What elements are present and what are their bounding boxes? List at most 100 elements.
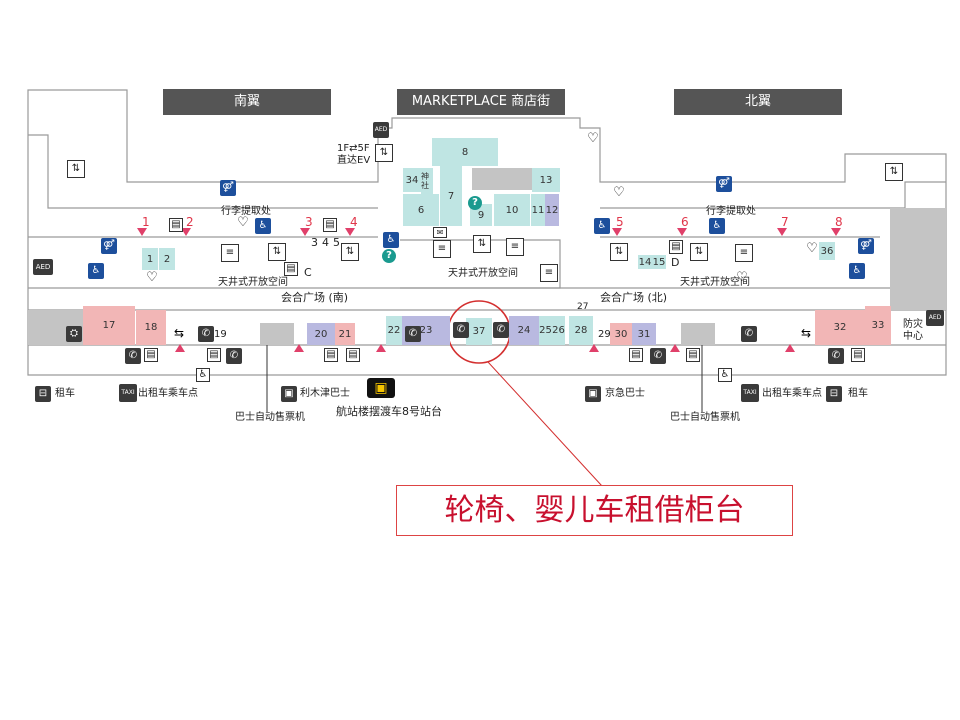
car-icon: ⊟ [826,386,842,402]
shop-8[interactable]: 8 [432,138,498,166]
shop-33[interactable]: 33 [865,306,891,345]
shop-37[interactable]: 37 [466,318,492,345]
shop-1[interactable]: 1 [142,248,158,270]
heart-aed-icon: ♡ [237,215,249,230]
exit-1[interactable]: 1 [142,215,150,229]
phone-icon: ✆ [741,326,757,342]
baggage-claim-north: 行李提取处 [706,206,756,217]
information-icon[interactable]: ? [382,249,396,263]
shuttle-stop-label: 航站楼摆渡车8号站台 [336,405,442,418]
car-icon: ⊟ [35,386,51,402]
shop-13[interactable]: 13 [532,168,560,192]
nursing-room-icon: ⛭ [66,326,82,342]
shop-25[interactable]: 25 [539,316,552,345]
shop-27[interactable]: 27 [577,302,589,312]
shop-15[interactable]: 15 [652,255,666,269]
rental-car-south: 租车 [55,388,75,399]
exit-3[interactable]: 3 [305,215,313,229]
atrium-north-label: 天井式开放空间 [680,277,750,288]
exit-marker [612,228,622,236]
exit-8[interactable]: 8 [835,215,843,229]
exit-marker [300,228,310,236]
shop-12[interactable]: 12 [545,194,559,226]
area-block [681,323,715,345]
letter-d: D [671,256,680,269]
bus-ticket-machine-north: 巴士自动售票机 [670,412,740,423]
elevator-floor-label: 1F⇄5F [337,143,370,154]
shop-14[interactable]: 14 [638,255,652,269]
exit-4[interactable]: 4 [350,215,358,229]
shrine[interactable]: 神社 [421,168,433,194]
shop-30[interactable]: 30 [610,323,632,345]
shop-4[interactable]: 4 [322,236,329,249]
locker-icon: ▤ [324,348,338,362]
atrium-south-label: 天井式开放空间 [218,277,288,288]
shop-20[interactable]: 20 [307,323,335,345]
locker-icon: ▤ [851,348,865,362]
shop-22[interactable]: 22 [386,316,402,345]
shop-18[interactable]: 18 [136,310,166,345]
phone-icon: ✆ [125,348,141,364]
phone-icon: ✆ [650,348,666,364]
wing-header-marketplace: MARKETPLACE 商店街 [397,89,565,115]
elevator-icon: ⇅ [67,160,85,178]
restroom-icon: ⚤ [220,180,236,196]
area-block [260,323,294,345]
exit-marker [137,228,147,236]
shop-34[interactable]: 34 [403,168,421,192]
phone-icon: ✆ [453,322,469,338]
elevator-icon: ⇅ [341,243,359,261]
shop-6[interactable]: 6 [403,194,439,226]
wheelchair-icon: ♿ [88,263,104,279]
shop-17[interactable]: 17 [83,306,135,345]
exit-5[interactable]: 5 [616,215,624,229]
taxi-stand-north: 出租车乘车点 [762,388,822,399]
elevator-icon: ⇅ [473,235,491,253]
wing-header-south: 南翼 [163,89,331,115]
exit-2[interactable]: 2 [186,215,194,229]
exit-marker [181,228,191,236]
shop-21[interactable]: 21 [335,323,355,345]
wheelchair-icon: ♿ [383,232,399,248]
mail-icon: ✉ [433,227,447,238]
phone-icon: ✆ [493,322,509,338]
shop-2[interactable]: 2 [159,248,175,270]
shop-11[interactable]: 11 [531,194,545,226]
locker-icon: ▤ [207,348,221,362]
atrium-center-label: 天井式开放空间 [448,268,518,279]
shop-24[interactable]: 24 [509,316,539,345]
shop-28[interactable]: 28 [569,316,593,345]
escalator-icon: ≡ [221,244,239,262]
shop-7[interactable]: 7 [440,166,462,226]
accessible-icon: ♿ [718,368,732,382]
exit-6[interactable]: 6 [681,215,689,229]
bus-icon: ▣ [281,386,297,402]
information-icon[interactable]: ? [468,196,482,210]
shop-3[interactable]: 3 [311,236,318,249]
shop-29[interactable]: 29 [598,329,611,340]
shop-36[interactable]: 36 [819,242,835,260]
accessible-icon: ♿ [196,368,210,382]
rental-car-north: 租车 [848,388,868,399]
elevator-icon: ⇅ [610,243,628,261]
shop-10[interactable]: 10 [494,194,530,226]
callout-leader-line [487,361,603,487]
locker-icon: ▤ [629,348,643,362]
phone-icon: ✆ [226,348,242,364]
escalator-icon: ≡ [506,238,524,256]
phone-icon: ✆ [828,348,844,364]
shop-31[interactable]: 31 [632,323,656,345]
elevator-icon: ⇅ [268,243,286,261]
shop-26[interactable]: 26 [552,316,565,345]
limousine-bus-label: 利木津巴士 [300,388,350,399]
heart-aed-icon: ♡ [736,270,748,285]
exit-marker [589,344,599,352]
shop-19[interactable]: 19 [214,329,227,340]
shop-32[interactable]: 32 [815,310,865,345]
phone-icon: ✆ [405,326,421,342]
elevator-direct-label: 直达EV [337,155,371,166]
wheelchair-icon: ♿ [709,218,725,234]
exit-7[interactable]: 7 [781,215,789,229]
shop-5[interactable]: 5 [333,236,340,249]
